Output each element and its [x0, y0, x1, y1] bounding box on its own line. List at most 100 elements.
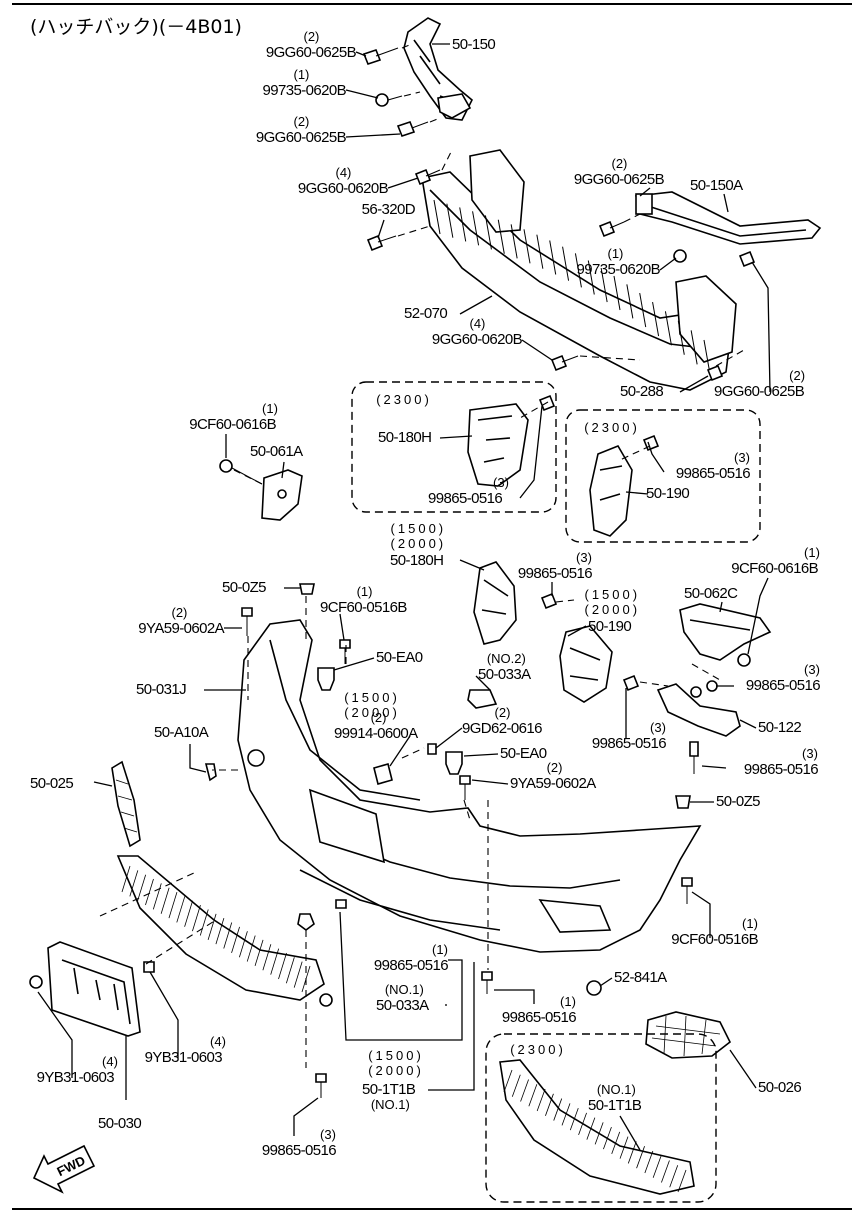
fog-cover-50-026 — [645, 1011, 732, 1059]
part-number: 9YB31-0603 — [37, 1069, 115, 1086]
quantity: (2) — [172, 605, 188, 620]
callout-c17: 99865-0516(3) — [428, 475, 509, 507]
part-callouts: 9GG60-0625B(2)50-15099735-0620B(1)9GG60-… — [30, 29, 821, 1159]
callout-c15: 50-061A — [250, 443, 304, 460]
part-number: 50-180H — [390, 552, 443, 569]
leader-line — [521, 339, 553, 361]
quantity: (4) — [470, 316, 486, 331]
quantity: (NO.1) — [385, 982, 424, 997]
leader-line — [729, 1049, 757, 1089]
part-number: 50-025 — [30, 775, 73, 792]
part-number: 9GG60-0625B — [256, 129, 347, 146]
quantity: (1) — [357, 584, 373, 599]
callout-c31: 50-031J — [136, 681, 187, 698]
part-number: 50-1T1B — [588, 1097, 642, 1114]
variant-code: (2300) — [376, 392, 432, 407]
leader-line — [739, 719, 757, 729]
leader-line — [189, 744, 207, 773]
callout-c40: 50-025 — [30, 775, 74, 792]
leader-line — [747, 577, 769, 655]
callout-c27: 50-190(1500)(2000) — [585, 587, 638, 635]
leader-line — [639, 187, 651, 197]
part-number: 50-030 — [98, 1115, 141, 1132]
part-number: 50-1T1B — [362, 1081, 416, 1098]
callout-c36: 50-A10A — [154, 724, 209, 741]
leader-line — [377, 219, 385, 239]
part-number: 99914-0600A — [334, 725, 418, 742]
variant-code: (2000) — [391, 536, 447, 551]
variant-code: (2300) — [510, 1042, 566, 1057]
callout-c06: 56-320D — [362, 201, 417, 218]
callout-c19: 50-190(2300) — [584, 420, 690, 502]
part-number: 99865-0516 — [262, 1142, 336, 1159]
variant-code: (2000) — [368, 1063, 424, 1078]
leader-line — [389, 735, 411, 767]
quantity: (1) — [560, 994, 576, 1009]
quantity: (3) — [734, 450, 750, 465]
part-number: 9GG60-0625B — [714, 383, 805, 400]
leader-line — [519, 405, 543, 499]
leader-line — [494, 989, 535, 1004]
callout-c41: 50-0Z5 — [716, 793, 761, 810]
part-number: 99865-0516 — [676, 465, 750, 482]
leader-lines — [37, 43, 771, 1151]
callout-c50: 50-030 — [98, 1115, 142, 1132]
callout-c20: 50-180H (1500)(2000) — [390, 521, 447, 569]
quantity: (3) — [576, 550, 592, 565]
callout-c52: 50-026 — [758, 1079, 802, 1096]
quantity: (NO.1) — [597, 1082, 636, 1097]
callout-c23: 50-062C — [684, 585, 739, 602]
part-number: 9GG60-0620B — [298, 180, 389, 197]
callout-c46: 99865-0516(1) — [502, 994, 577, 1026]
part-number: 50-061A — [250, 443, 303, 460]
part-number: 50-026 — [758, 1079, 801, 1096]
part-number: 50-033A — [478, 666, 531, 683]
callout-c51: 99865-0516(3) — [262, 1127, 337, 1159]
quantity: (1) — [742, 916, 758, 931]
part-number: 50-033A — [376, 997, 429, 1014]
callout-c16: 50-180H (2300) — [376, 392, 432, 446]
quantity: (2) — [495, 705, 511, 720]
part-number: 99865-0516 — [428, 490, 502, 507]
leader-line — [293, 1097, 319, 1136]
leader-line — [679, 375, 709, 393]
front-bumper-50-031J — [237, 619, 702, 953]
callout-c48: 9YB31-0603(4) — [37, 1054, 118, 1086]
leader-line — [439, 435, 473, 439]
variant-box-2300-c — [485, 1033, 717, 1203]
quantity: (2) — [294, 114, 310, 129]
leader-line — [355, 51, 367, 57]
callout-c28: 50-EA0 — [376, 649, 423, 666]
callout-c18: 99865-0516(3) — [676, 450, 751, 482]
license-bracket-50-030 — [47, 941, 141, 1037]
leader-line — [567, 625, 587, 637]
quantity: (2) — [612, 156, 628, 171]
leader-line — [339, 911, 463, 1041]
quantity: (1) — [608, 246, 624, 261]
bracket-50-062C — [679, 603, 772, 661]
part-number: 50-180H — [378, 429, 431, 446]
quantity: (4) — [102, 1054, 118, 1069]
leader-line — [333, 657, 375, 671]
quantity: (2) — [547, 760, 563, 775]
variant-code: (1500) — [391, 521, 447, 536]
quantity: (2) — [371, 710, 387, 725]
quantity: (1) — [294, 67, 310, 82]
part-number: 9YB31-0603 — [145, 1049, 223, 1066]
bracket-50-061A — [261, 469, 303, 521]
leader-line — [619, 1115, 641, 1151]
variant-box-2300-b — [565, 409, 761, 543]
callout-c49: 9YB31-0603(4) — [145, 1034, 226, 1066]
leader-line — [751, 261, 771, 393]
leader-line — [647, 441, 665, 473]
part-number: 99735-0620B — [577, 261, 661, 278]
callout-c29: 50-033A(NO.2) — [478, 651, 532, 683]
callout-c03: 99735-0620B(1) — [263, 67, 348, 99]
part-number: 99865-0516 — [746, 677, 820, 694]
part-number: 50-150 — [452, 36, 495, 53]
leader-line — [281, 461, 285, 479]
alignment-lines — [99, 43, 745, 1068]
callout-c14: 9CF60-0616B(1) — [189, 401, 278, 433]
quantity: (4) — [210, 1034, 226, 1049]
leader-line — [345, 133, 401, 138]
